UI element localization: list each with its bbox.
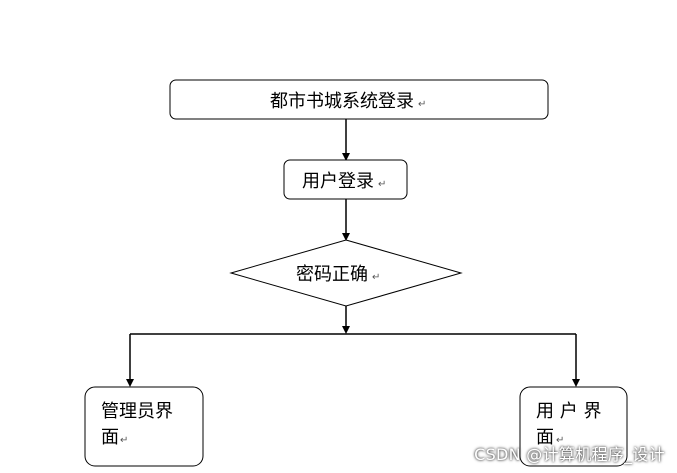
node-system-login-mark: ↵ xyxy=(418,99,426,110)
node-admin-ui-mark: ↵ xyxy=(120,435,128,446)
node-password-check-label: 密码正确 xyxy=(296,264,368,285)
node-system-login-box xyxy=(169,79,549,120)
node-password-check-mark: ↵ xyxy=(372,272,380,283)
node-admin-ui-box xyxy=(84,386,204,467)
node-system-login: 都市书城系统登录 ↵ xyxy=(169,79,549,120)
node-system-login-label: 都市书城系统登录 xyxy=(270,91,414,112)
node-user-ui-box xyxy=(519,386,628,467)
node-admin-ui: 管理员界 面 ↵ xyxy=(84,386,204,467)
node-user-login: 用户登录 ↵ xyxy=(283,159,408,200)
node-password-check: 密码正确 ↵ xyxy=(229,239,463,307)
node-user-ui-line1: 用 户 界 xyxy=(536,401,601,422)
node-user-ui: 用 户 界 面 ↵ xyxy=(519,386,628,467)
node-user-ui-line2: 面 xyxy=(536,427,554,448)
node-user-ui-mark: ↵ xyxy=(556,435,564,446)
node-admin-ui-line1: 管理员界 xyxy=(101,401,173,422)
node-user-login-mark: ↵ xyxy=(378,179,386,190)
node-admin-ui-line2: 面 xyxy=(101,427,119,448)
node-user-login-label: 用户登录 xyxy=(302,171,374,192)
watermark: CSDN @计算机程序_设计 xyxy=(474,445,665,464)
